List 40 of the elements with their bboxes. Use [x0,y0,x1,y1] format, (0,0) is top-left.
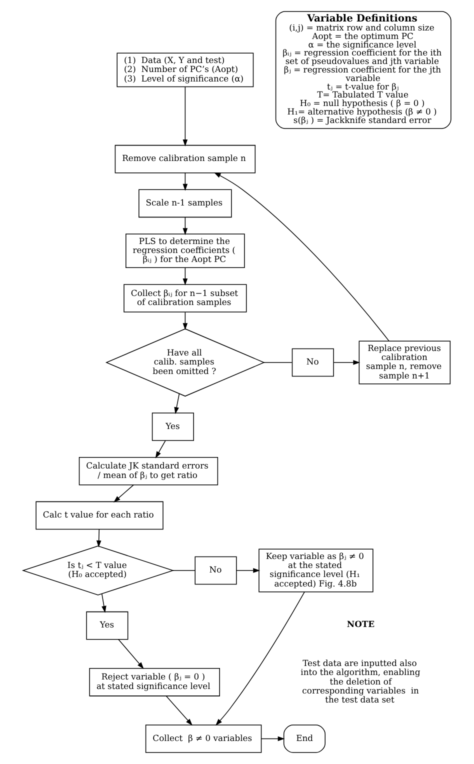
arrow [260,736,285,742]
node-box: Collect βᵢⱼ for n−1 subset of calibration samples [124,284,247,312]
node-box: Scale n-1 samples [138,189,232,218]
arrow [182,172,188,191]
arrow [102,594,106,613]
connector [264,362,292,363]
node-box: Yes [152,412,194,441]
node-box: (1) Data (X, Y and test) (2) Number of PC’s (Aopt) (3) Level of significance (α) [116,52,254,88]
arrow [214,172,390,342]
node-box: Calc t value for each ratio [36,501,164,530]
node-box: No [194,556,237,585]
arrow [182,86,188,146]
arrow [216,592,305,726]
node-box: Variable Definitions (i,j) = matrix row and column size Aopt = the optimum PC α = the significance level βᵢⱼ = regression coefficient for the ith set of pseudovalues and jth variable βⱼ = regression coefficient for the jth variable tⱼ = t-value for βⱼ T= Tabulated T value H₀ = null hypothesis ( β = 0 ) H₁= alternative hypothesis (β ≠ 0 ) s(βⱼ ) = Jackknife standard error [275,11,452,129]
node-diamond: Is tⱼ < T value (H₀ accepted) [22,546,174,596]
node-box: Calculate JK standard errors / mean of βⱼ to get ratio [78,456,218,486]
node-diamond: Have all calib. samples been omitted ? [105,328,265,397]
node-box: PLS to determine the regression coefficients ( βᵢⱼ ) for the Aopt PC [126,234,245,268]
node-box: No [292,348,334,377]
arrow [118,639,144,669]
connector [172,570,196,571]
arrow [155,440,166,458]
arrow [166,696,192,726]
arrow [333,360,360,365]
node-box: Keep variable as βⱼ ≠ 0 at the stated significance level (H₁ accepted) Fig. 4.8b [258,548,374,592]
node-box: Remove calibration sample n [114,144,256,174]
arrow [96,529,102,548]
arrow [182,312,188,330]
label: Test data are inputted also into the algorithm, enabling the deletion of corresponding variables in the test data set [300,658,420,705]
node-box: Replace previous calibration sample n, remove sample n+1 [358,340,451,384]
arrow [114,484,134,502]
arrow [174,394,180,414]
arrow [182,268,188,286]
node-box: Reject variable ( βⱼ = 0 ) at stated significance level [89,668,220,696]
arrow [236,568,260,573]
node-box: Yes [86,611,128,640]
label: NOTE [346,618,375,629]
node-box: End [283,724,326,753]
arrow [182,216,188,236]
node-box: Collect β ≠ 0 variables [145,724,262,753]
